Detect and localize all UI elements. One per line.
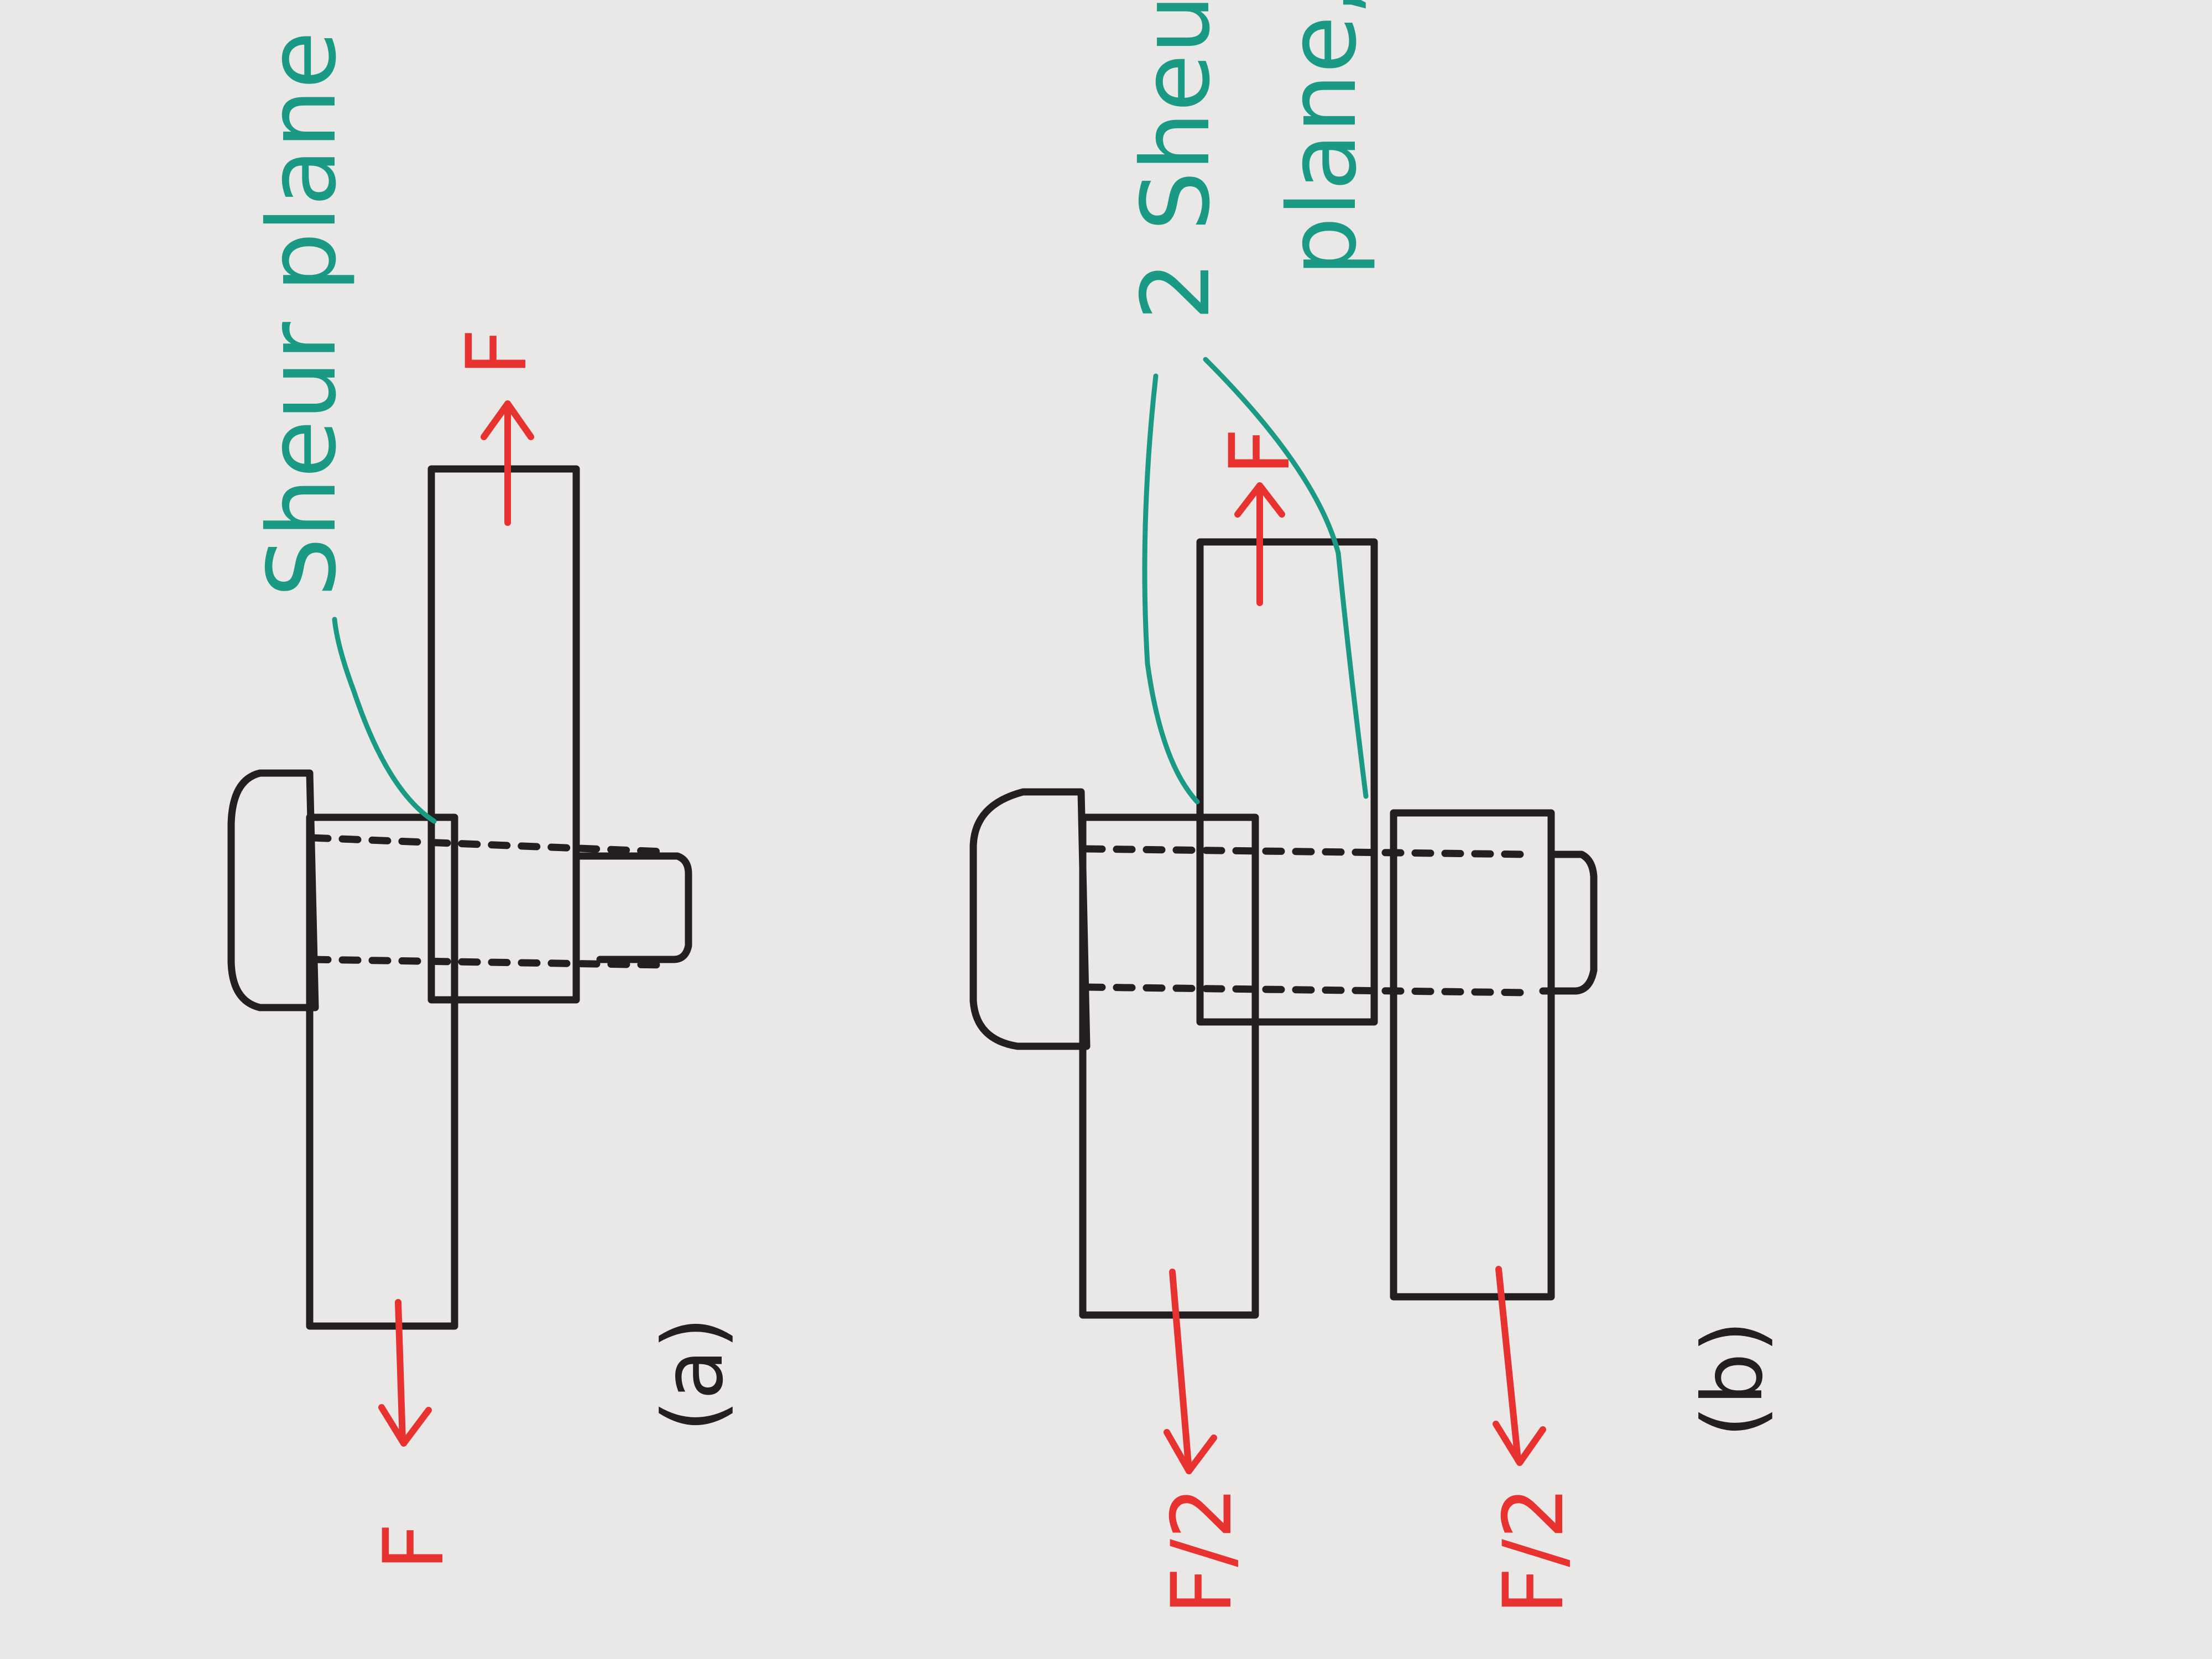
diagram-b-force-label-right: F/2 <box>1486 1486 1582 1615</box>
diagram-b-right-plate <box>1390 809 1555 1301</box>
diagram-b-force-label-left: F/2 <box>1154 1486 1250 1615</box>
diagram-b-shear-leader-2 <box>1203 357 1369 799</box>
diagram-a-force-arrow-right <box>481 400 534 526</box>
diagram-b-force-arrow-left <box>1164 1269 1217 1474</box>
diagram-a-force-label-left: F <box>366 1523 462 1571</box>
diagram-a-shear-leader <box>332 617 437 824</box>
diagram-a-bottom-plate <box>306 813 458 1330</box>
diagram-a-force-label-right: F <box>449 328 545 376</box>
diagram-b-force-arrow-top <box>1234 482 1285 606</box>
diagram-a-shear-label: Sheur plane <box>248 31 357 597</box>
diagram-b-middle-plate <box>1196 538 1378 1026</box>
diagram-a-bolt-shank <box>309 834 692 969</box>
diagram-b <box>969 357 1598 1474</box>
diagram-b-force-label-top: F <box>1212 428 1308 476</box>
diagram-b-bolt-shank <box>1083 845 1598 997</box>
diagram-a-force-arrow-left <box>378 1299 432 1447</box>
diagram-b-bolt-head <box>969 788 1091 1050</box>
diagram-b-shear-leader-1 <box>1142 373 1200 805</box>
diagram-b-shear-label-line1: 2 Sheu <box>1121 0 1231 321</box>
diagram-a-bolt-head <box>227 769 319 1011</box>
diagram-b-force-arrow-right <box>1493 1266 1546 1466</box>
diagram-b-caption: (b) <box>1685 1321 1781 1438</box>
diagram-b-shear-label-line2: plane, <box>1268 0 1378 276</box>
diagram-a-top-plate <box>427 465 580 1004</box>
diagram-a-caption: (a) <box>645 1317 742 1432</box>
diagram-b-left-plate <box>1079 813 1259 1319</box>
diagram-a <box>227 400 692 1447</box>
